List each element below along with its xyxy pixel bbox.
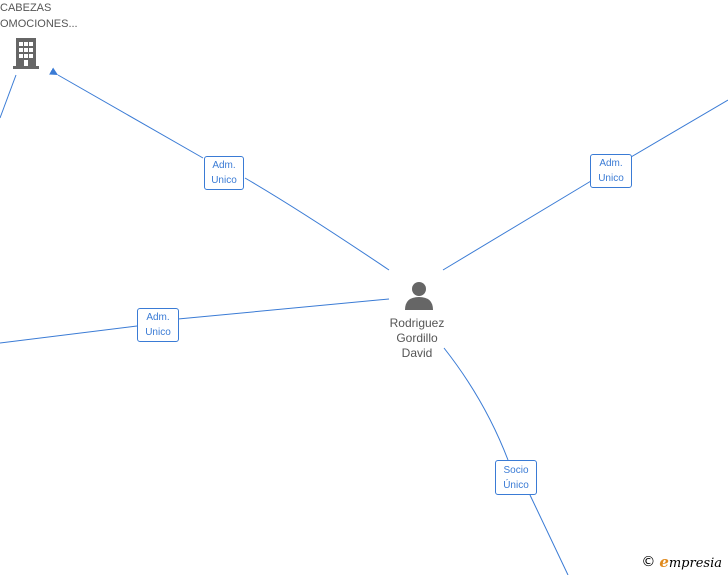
company-name[interactable]: CABEZAS OMOCIONES... <box>0 0 78 32</box>
person-name-line-2: Gordillo <box>396 331 438 345</box>
person-icon[interactable] <box>404 280 434 310</box>
edge-label-bottom[interactable]: Socio Único <box>495 460 537 495</box>
company-name-line-2: OMOCIONES... <box>0 18 78 30</box>
person-name[interactable]: Rodriguez Gordillo David <box>376 316 458 361</box>
brand-logo-rest: mpresia <box>668 556 722 571</box>
edge-to-top-right <box>442 99 728 271</box>
edge-label-line-1: Adm. <box>599 158 623 169</box>
edge-label-line-1: Adm. <box>146 312 170 323</box>
edge-label-line-2: Único <box>503 479 529 491</box>
edge-label-line-2: Unico <box>145 327 171 338</box>
company-name-line-1: CABEZAS <box>0 2 52 14</box>
edge-label-company[interactable]: Adm. Unico <box>204 156 244 190</box>
edge-to-company <box>58 75 390 271</box>
edge-to-bottom <box>443 347 569 575</box>
brand-logo: empresia <box>659 553 722 571</box>
brand-watermark: © empresia <box>641 553 722 571</box>
edge-label-line-1: Socio <box>503 464 529 476</box>
edge-label-line-2: Unico <box>598 173 624 184</box>
edge-label-line-2: Unico <box>211 175 237 186</box>
edge-company-to-left <box>0 74 17 119</box>
brand-logo-initial: e <box>659 553 669 571</box>
person-name-line-3: David <box>401 346 433 360</box>
edge-label-left[interactable]: Adm. Unico <box>137 308 179 342</box>
building-icon[interactable] <box>11 36 41 70</box>
edge-label-top-right[interactable]: Adm. Unico <box>590 154 632 188</box>
person-name-line-1: Rodriguez <box>389 316 445 330</box>
edge-label-line-1: Adm. <box>212 160 236 171</box>
edge-to-left <box>0 298 390 344</box>
copyright-icon: © <box>641 554 656 570</box>
